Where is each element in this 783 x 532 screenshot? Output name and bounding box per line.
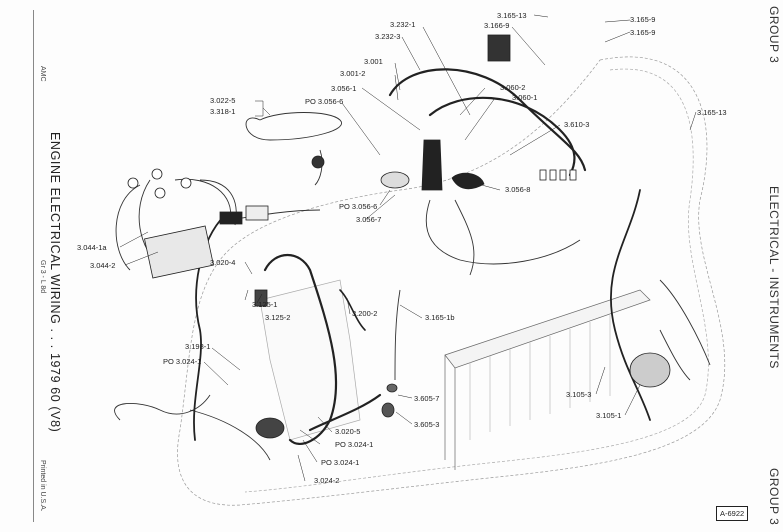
callout-3.001-2: 3.001-2 [340, 69, 366, 78]
callout-3.056-7: 3.056-7 [356, 215, 382, 224]
dist-wire-2 [454, 199, 475, 276]
figure-id-badge: A-6922 [716, 506, 749, 521]
callout-3.165-9-b: 3.165-9 [630, 28, 656, 37]
main-harness-sheath [177, 56, 725, 506]
callout-3.165-1b: 3.165-1b [425, 313, 455, 322]
callout-3.024-2: 3.024-2 [314, 476, 340, 485]
callout-3.022-5: 3.022-5 [210, 96, 236, 105]
voltage-regulator [254, 289, 268, 307]
callout-po-3.024-1-b: PO 3.024-1 [335, 440, 374, 449]
callout-3.200-2: 3.200-2 [352, 309, 378, 318]
sensor-grommet [311, 155, 325, 169]
callout-3.105-3: 3.105-3 [566, 390, 592, 399]
callout-3.060-1: 3.060-1 [512, 93, 538, 102]
spark-plug-wire-2 [428, 96, 576, 177]
callout-3.318-1: 3.318-1 [210, 107, 236, 116]
callout-3.020-4: 3.020-4 [210, 258, 236, 267]
front-loom-2 [189, 409, 271, 461]
harness-connector [219, 211, 243, 225]
battery-cable-positive [263, 254, 338, 446]
spark-plug-wire-coil [388, 68, 587, 172]
harness-loom-right [610, 189, 651, 421]
callout-3.125-1: 3.125-1 [252, 300, 278, 309]
callout-3.020-5: 3.020-5 [335, 427, 361, 436]
harness-connector-2 [245, 205, 269, 221]
callout-3.125-2: 3.125-2 [265, 313, 291, 322]
callout-3.001: 3.001 [364, 57, 383, 66]
distributor-cap [451, 172, 485, 190]
callout-3.056-1: 3.056-1 [331, 84, 357, 93]
coil-bracket [380, 171, 410, 189]
callout-3.165-13-b: 3.165-13 [697, 108, 727, 117]
margin-rule [33, 10, 34, 522]
front-loom [114, 394, 211, 421]
callout-3.044-1a: 3.044-1a [77, 243, 107, 252]
starter-solenoid [255, 417, 285, 439]
temp-sender [386, 383, 398, 393]
ignition-coil [421, 139, 443, 191]
harness-to-connector [229, 209, 321, 221]
ground-cable [308, 393, 382, 432]
horn-leads [659, 329, 691, 381]
callout-3.105-1: 3.105-1 [596, 411, 622, 420]
callout-3.166-9: 3.166-9 [484, 21, 510, 30]
inner-harness-sheath [244, 68, 709, 493]
callout-3.044-2: 3.044-2 [90, 261, 116, 270]
callout-3.232-1: 3.232-1 [390, 20, 416, 29]
control-module [144, 225, 214, 279]
callout-3.610-3: 3.610-3 [564, 120, 590, 129]
ground-strap [339, 289, 366, 331]
callout-po-3.056-6-a: PO 3.056-6 [305, 97, 344, 106]
callout-po-3.056-6-b: PO 3.056-6 [339, 202, 378, 211]
callout-po-3.024-1-a: PO 3.024-1 [163, 357, 202, 366]
callout-po-3.024-1-c: PO 3.024-1 [321, 458, 360, 467]
callout-3.165-9-a: 3.165-9 [630, 15, 656, 24]
callout-3.056-8: 3.056-8 [505, 185, 531, 194]
connector-plugs [127, 168, 192, 199]
callout-3.605-7: 3.605-7 [414, 394, 440, 403]
horn [629, 352, 671, 388]
wire-to-sensor [314, 149, 323, 186]
sensor-lead [394, 289, 401, 381]
right-leads [659, 279, 711, 366]
callout-3.232-3: 3.232-3 [375, 32, 401, 41]
radiator [444, 289, 651, 470]
spark-plug-boots [539, 169, 577, 181]
callout-3.605-3: 3.605-3 [414, 420, 440, 429]
dist-wires [425, 199, 581, 265]
relay-module [487, 34, 511, 62]
loop-wire [245, 112, 342, 141]
oil-pressure-sender [381, 402, 395, 418]
callout-3.165-13: 3.165-13 [497, 11, 527, 20]
callout-3.060-2: 3.060-2 [500, 83, 526, 92]
callout-3.198-1: 3.198-1 [185, 342, 211, 351]
